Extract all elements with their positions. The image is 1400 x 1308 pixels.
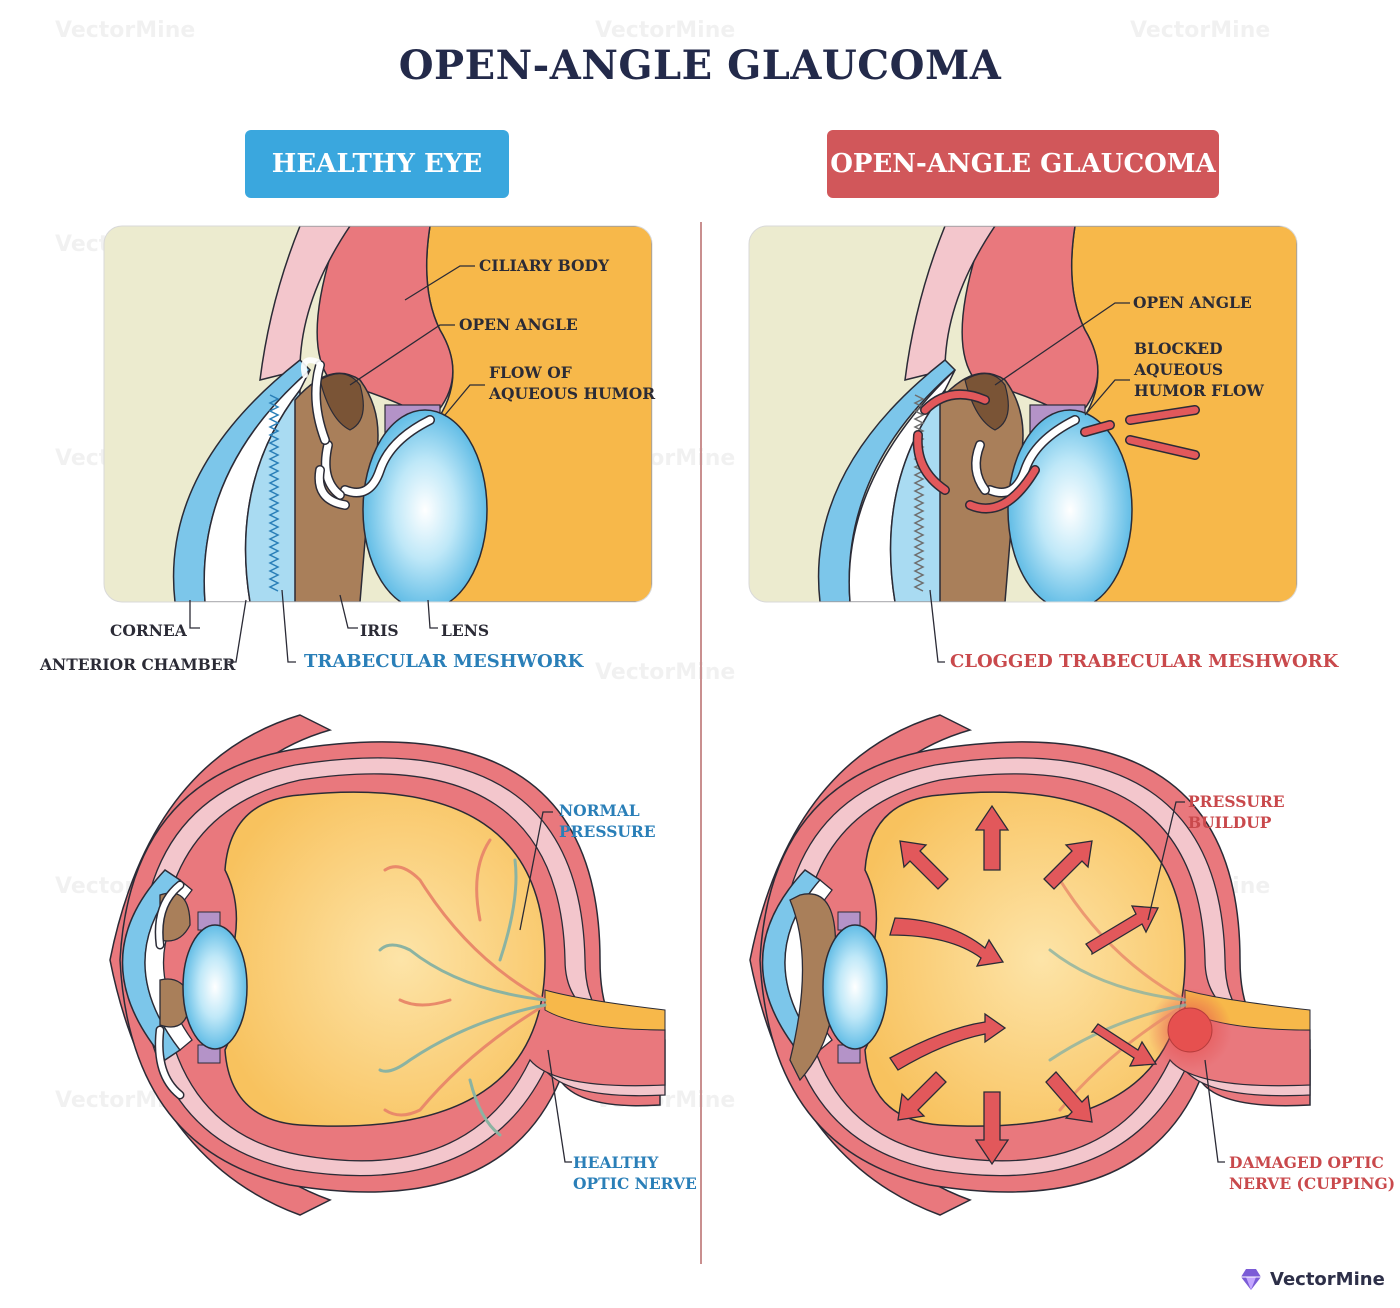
center-divider	[700, 222, 702, 1264]
brand-name: VectorMine	[1270, 1268, 1385, 1290]
label-open-angle-glaucoma: OPEN ANGLE	[1133, 293, 1252, 312]
vectormine-logo-icon	[1241, 1269, 1261, 1290]
watermark: VectorMine	[595, 660, 736, 685]
glaucoma-zoom-leaders	[929, 302, 1130, 663]
label-flow-aqueous: FLOW OF AQUEOUS HUMOR	[489, 363, 656, 403]
glaucoma-eye-cross-section	[749, 714, 1311, 1216]
glaucoma-eye-leaders	[1147, 801, 1225, 1163]
healthy-zoom-panel	[104, 226, 652, 602]
glaucoma-zoom-panel	[749, 226, 1297, 602]
label-damaged-optic-nerve: DAMAGED OPTIC NERVE (CUPPING)	[1229, 1153, 1396, 1193]
label-trabecular-meshwork: TRABECULAR MESHWORK	[304, 651, 584, 672]
label-cornea: CORNEA	[110, 621, 187, 640]
label-normal-pressure: NORMAL PRESSURE	[559, 801, 656, 841]
healthy-zoom-leaders	[189, 265, 485, 663]
healthy-eye-leaders	[519, 811, 572, 1163]
healthy-eye-cross-section	[109, 714, 666, 1216]
healthy-eye-badge: HEALTHY EYE	[245, 130, 509, 198]
label-healthy-optic-nerve: HEALTHY OPTIC NERVE	[573, 1153, 697, 1193]
label-open-angle: OPEN ANGLE	[459, 315, 578, 334]
label-pressure-buildup: PRESSURE BUILDUP	[1188, 792, 1285, 832]
page-title: OPEN-ANGLE GLAUCOMA	[398, 42, 1002, 89]
glaucoma-badge: OPEN-ANGLE GLAUCOMA	[827, 130, 1219, 198]
label-iris: IRIS	[360, 621, 399, 640]
watermark: VectorMine	[1130, 18, 1271, 43]
label-blocked-flow: BLOCKED AQUEOUS HUMOR FLOW	[1134, 339, 1264, 400]
label-lens: LENS	[441, 621, 490, 640]
watermark: VectorMine	[595, 18, 736, 43]
watermark: VectorMine	[55, 18, 196, 43]
label-anterior-chamber: ANTERIOR CHAMBER	[40, 655, 236, 674]
label-ciliary-body: CILIARY BODY	[479, 256, 610, 275]
brand-logo: VectorMine	[1238, 1266, 1385, 1292]
label-clogged-meshwork: CLOGGED TRABECULAR MESHWORK	[950, 651, 1339, 672]
